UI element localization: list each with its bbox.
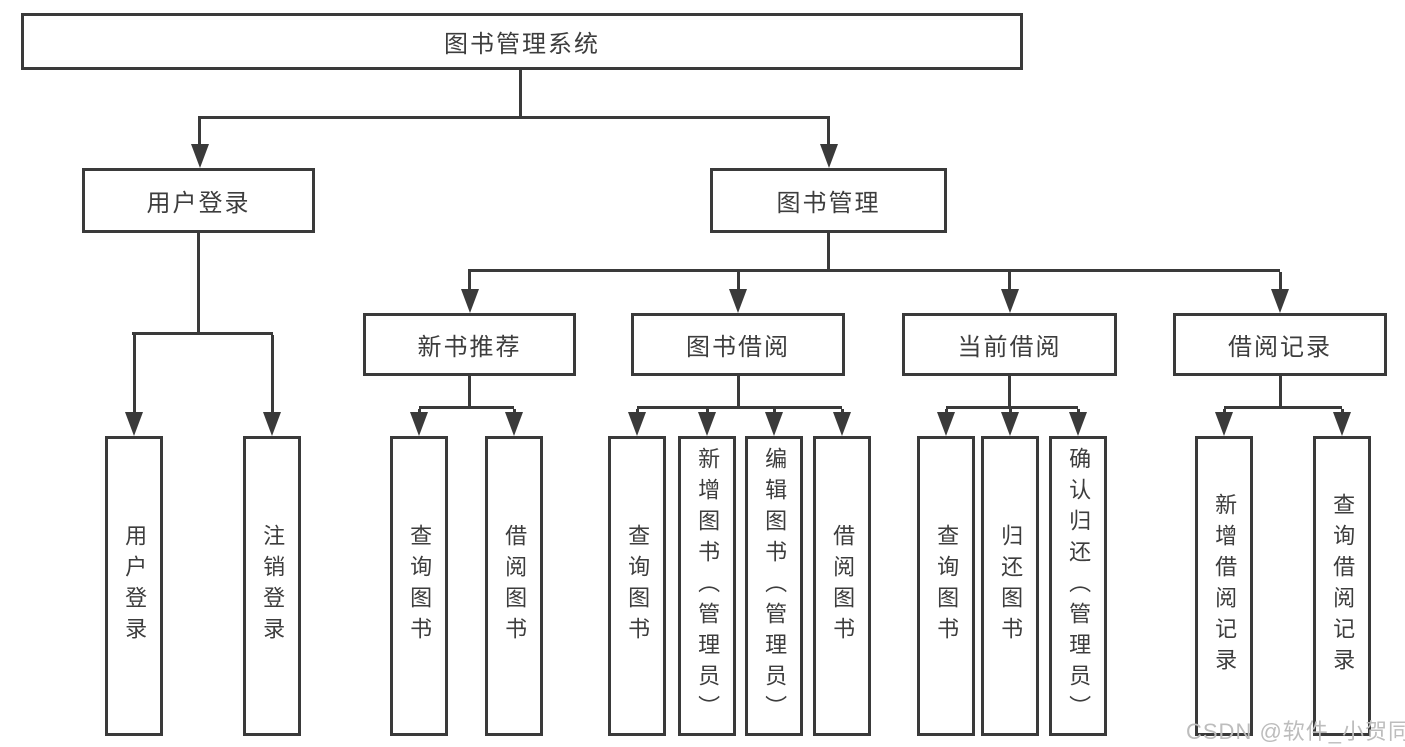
node-root: 图书管理系统 bbox=[21, 13, 1023, 70]
arrow-to-current-borrow bbox=[1000, 289, 1019, 313]
node-borrow-records-label: 借阅记录 bbox=[1228, 334, 1332, 361]
node-leaf-query-books-current-label: 查询图书 bbox=[934, 524, 960, 648]
connector-d2-drop bbox=[1008, 409, 1012, 414]
arrow-to-login-leaf bbox=[125, 412, 143, 436]
node-leaf-add-borrow-record: 新增借阅记录 bbox=[1195, 436, 1253, 736]
node-current-borrow-label: 当前借阅 bbox=[957, 334, 1062, 361]
connector-login-leaf-drop bbox=[132, 335, 136, 415]
connector-e2-drop bbox=[1340, 409, 1344, 414]
node-leaf-borrow-books: 借阅图书 bbox=[813, 436, 871, 736]
arrow-to-borrow-records bbox=[1271, 289, 1289, 313]
node-user-login-label: 用户登录 bbox=[146, 190, 251, 217]
node-leaf-query-books-borrow-label: 查询图书 bbox=[625, 524, 651, 648]
node-leaf-add-book-admin: 新增图书（管理员） bbox=[678, 436, 736, 736]
arrow-to-e1 bbox=[1215, 412, 1233, 436]
arrow-to-c4 bbox=[833, 412, 851, 436]
node-leaf-user-login-label: 用户登录 bbox=[122, 524, 148, 648]
connector-logout-leaf-drop bbox=[270, 335, 274, 415]
connector-book-borrow-stem bbox=[736, 376, 740, 409]
arrow-to-d2 bbox=[1001, 412, 1019, 436]
node-new-book-recommend-label: 新书推荐 bbox=[417, 334, 522, 361]
connector-level2-rail bbox=[198, 116, 830, 119]
node-leaf-add-borrow-record-label: 新增借阅记录 bbox=[1212, 493, 1238, 679]
connector-book-borrow-drop bbox=[736, 272, 740, 289]
node-book-borrow: 图书借阅 bbox=[631, 313, 845, 376]
node-book-management-label: 图书管理 bbox=[776, 190, 881, 217]
connector-c4-drop bbox=[840, 409, 844, 414]
connector-borrow-records-drop bbox=[1278, 272, 1282, 289]
connector-new-book-rail bbox=[419, 406, 514, 409]
csdn-watermark: CSDN @软件_小贺同学 bbox=[1186, 719, 1405, 744]
node-leaf-query-books-borrow: 查询图书 bbox=[608, 436, 666, 736]
connector-current-borrow-stem bbox=[1008, 376, 1011, 409]
node-leaf-query-books-recommend: 查询图书 bbox=[390, 436, 448, 736]
connector-c3-drop bbox=[772, 409, 776, 414]
arrow-to-d3 bbox=[1069, 412, 1087, 436]
node-user-login: 用户登录 bbox=[82, 168, 315, 233]
connector-user-login-rail bbox=[132, 332, 273, 335]
node-leaf-user-login: 用户登录 bbox=[105, 436, 163, 736]
node-book-management: 图书管理 bbox=[710, 168, 947, 233]
connector-current-borrow-rail bbox=[946, 406, 1078, 409]
arrow-to-user-login bbox=[190, 144, 209, 168]
connector-borrow-records-stem bbox=[1278, 376, 1282, 409]
connector-c2-drop bbox=[705, 409, 709, 414]
node-leaf-borrow-books-recommend-label: 借阅图书 bbox=[502, 524, 528, 648]
node-leaf-borrow-books-label: 借阅图书 bbox=[830, 524, 856, 648]
connector-e1-drop bbox=[1222, 409, 1226, 414]
node-leaf-confirm-return-admin: 确认归还（管理员） bbox=[1049, 436, 1107, 736]
connector-new-book-drop bbox=[468, 272, 471, 289]
node-borrow-records: 借阅记录 bbox=[1173, 313, 1387, 376]
node-leaf-return-book: 归还图书 bbox=[981, 436, 1039, 736]
arrow-to-b1 bbox=[410, 412, 428, 436]
node-leaf-logout: 注销登录 bbox=[243, 436, 301, 736]
connector-user-login-stem bbox=[197, 233, 200, 335]
arrow-to-d1 bbox=[937, 412, 955, 436]
connector-d3-drop bbox=[1076, 409, 1080, 414]
arrow-to-b2 bbox=[505, 412, 523, 436]
connector-b1-drop bbox=[417, 409, 421, 414]
node-leaf-query-borrow-record-label: 查询借阅记录 bbox=[1330, 493, 1356, 679]
connector-user-login-drop bbox=[198, 119, 201, 147]
node-leaf-logout-label: 注销登录 bbox=[260, 524, 286, 648]
connector-b2-drop bbox=[512, 409, 516, 414]
connector-level3-rail bbox=[468, 269, 1280, 272]
connector-root-stem bbox=[519, 70, 522, 118]
node-current-borrow: 当前借阅 bbox=[902, 313, 1117, 376]
connector-current-borrow-drop bbox=[1008, 272, 1011, 289]
connector-d1-drop bbox=[944, 409, 948, 414]
connector-book-borrow-rail bbox=[637, 406, 842, 409]
node-leaf-edit-book-admin: 编辑图书（管理员） bbox=[745, 436, 803, 736]
arrow-to-e2 bbox=[1333, 412, 1351, 436]
node-leaf-add-book-admin-label: 新增图书（管理员） bbox=[695, 446, 721, 726]
arrow-to-book-borrow bbox=[729, 289, 747, 313]
node-leaf-borrow-books-recommend: 借阅图书 bbox=[485, 436, 543, 736]
node-leaf-edit-book-admin-label: 编辑图书（管理员） bbox=[762, 446, 788, 726]
node-leaf-query-borrow-record: 查询借阅记录 bbox=[1313, 436, 1371, 736]
connector-c1-drop bbox=[635, 409, 639, 414]
arrow-to-c2 bbox=[698, 412, 716, 436]
node-leaf-query-books-recommend-label: 查询图书 bbox=[407, 524, 433, 648]
arrow-to-c3 bbox=[765, 412, 783, 436]
connector-book-mgmt-stem bbox=[827, 233, 830, 272]
arrow-to-new-book bbox=[460, 289, 479, 313]
connector-book-mgmt-drop bbox=[827, 119, 830, 147]
arrow-to-c1 bbox=[628, 412, 646, 436]
connector-new-book-stem bbox=[468, 376, 471, 409]
arrow-to-logout-leaf bbox=[263, 412, 281, 436]
node-leaf-query-books-current: 查询图书 bbox=[917, 436, 975, 736]
node-root-label: 图书管理系统 bbox=[444, 31, 600, 58]
arrow-to-book-mgmt bbox=[819, 144, 838, 168]
connector-borrow-records-rail bbox=[1224, 406, 1342, 409]
node-leaf-return-book-label: 归还图书 bbox=[998, 524, 1024, 648]
node-book-borrow-label: 图书借阅 bbox=[686, 334, 790, 361]
node-new-book-recommend: 新书推荐 bbox=[363, 313, 576, 376]
node-leaf-confirm-return-admin-label: 确认归还（管理员） bbox=[1066, 446, 1092, 726]
